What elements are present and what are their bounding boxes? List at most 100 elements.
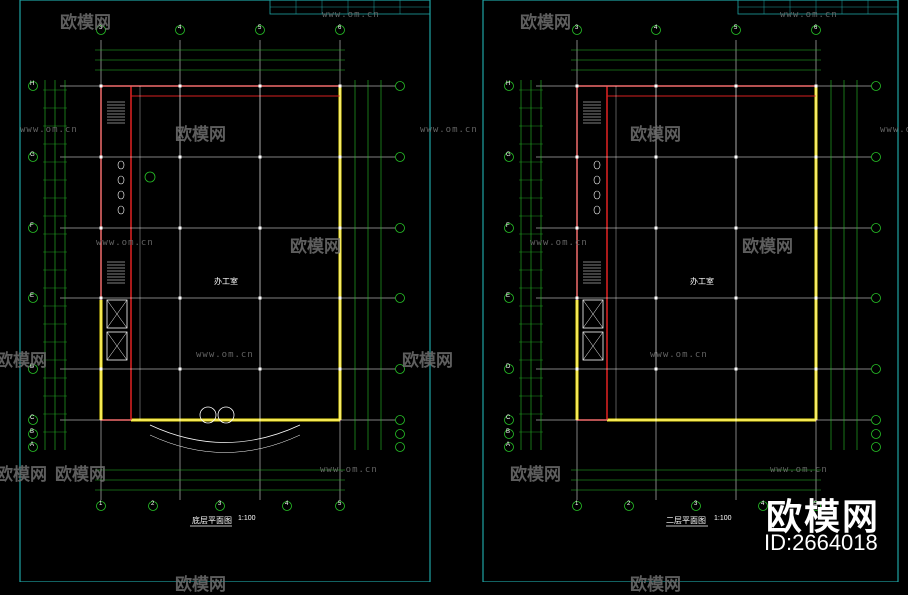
structural-column xyxy=(99,296,103,300)
structural-column xyxy=(258,367,262,371)
axis-bubble-row xyxy=(871,415,881,425)
section-marker xyxy=(144,171,156,183)
structural-column xyxy=(575,155,579,159)
structural-column xyxy=(654,155,658,159)
watermark-url: www.om.cn xyxy=(880,125,908,135)
structural-column xyxy=(814,226,818,230)
lift-shaft xyxy=(106,331,128,361)
axis-bubble-col xyxy=(651,25,661,35)
axis-label-row: H xyxy=(506,81,511,87)
structural-column xyxy=(814,155,818,159)
watermark-url: www.om.cn xyxy=(780,10,838,20)
watermark-brand: 欧模网 xyxy=(520,13,571,33)
structural-column xyxy=(178,226,182,230)
axis-label-col: 5 xyxy=(338,501,342,507)
sheet-ground-floor xyxy=(19,0,431,582)
axis-label-row: D xyxy=(506,364,511,370)
axis-label-col: 4 xyxy=(761,501,765,507)
structural-column xyxy=(575,367,579,371)
structural-column xyxy=(258,155,262,159)
structural-column xyxy=(734,367,738,371)
axis-bubble-row xyxy=(395,364,405,374)
sheet-frame xyxy=(482,0,899,582)
structural-column xyxy=(178,84,182,88)
axis-bubble-row xyxy=(28,81,38,91)
axis-bubble-row xyxy=(395,81,405,91)
structural-column xyxy=(99,155,103,159)
entrance-steps xyxy=(149,434,301,453)
axis-label-col: 5 xyxy=(814,501,818,507)
axis-bubble-col xyxy=(282,501,292,511)
axis-bubble-row xyxy=(395,415,405,425)
watermark-brand: 欧模网 xyxy=(0,351,47,371)
axis-bubble-col xyxy=(731,25,741,35)
sheet-second-floor xyxy=(482,0,899,582)
watermark-brand: 欧模网 xyxy=(630,575,681,595)
structural-column xyxy=(575,226,579,230)
axis-bubble-col xyxy=(215,501,225,511)
axis-label-col: 3 xyxy=(99,25,103,31)
lift-cross xyxy=(582,331,604,361)
axis-label-col: 5 xyxy=(734,25,738,31)
axis-label-col: 1 xyxy=(99,501,103,507)
axis-bubble-row xyxy=(395,223,405,233)
axis-label-row: A xyxy=(506,442,511,448)
axis-bubble-col xyxy=(175,25,185,35)
lift-shaft xyxy=(106,299,128,329)
axis-label-row: C xyxy=(506,415,511,421)
axis-bubble-col xyxy=(811,25,821,35)
axis-label-col: 4 xyxy=(654,25,658,31)
axis-label-row: F xyxy=(506,223,510,229)
watermark-brand: 欧模网 xyxy=(290,237,341,257)
structural-column xyxy=(654,296,658,300)
axis-bubble-row xyxy=(871,223,881,233)
axis-bubble-row xyxy=(504,81,514,91)
axis-bubble-col xyxy=(148,501,158,511)
axis-label-row: F xyxy=(30,223,34,229)
toilet-fixture xyxy=(593,205,601,215)
sheet-frame xyxy=(19,0,431,582)
toilet-fixture xyxy=(593,190,601,200)
structural-column xyxy=(338,155,342,159)
watermark-url: www.om.cn xyxy=(322,10,380,20)
drawing-title: 二层平面图 xyxy=(666,516,706,525)
axis-bubble-row xyxy=(28,293,38,303)
axis-bubble-row xyxy=(395,152,405,162)
axis-label-row: B xyxy=(30,429,35,435)
axis-bubble-col xyxy=(96,25,106,35)
structural-column xyxy=(258,296,262,300)
axis-bubble-row xyxy=(504,293,514,303)
axis-label-col: 3 xyxy=(575,25,579,31)
toilet-fixture xyxy=(117,160,125,170)
structural-column xyxy=(178,155,182,159)
axis-bubble-row xyxy=(871,293,881,303)
axis-bubble-col xyxy=(255,25,265,35)
structural-column xyxy=(654,84,658,88)
axis-bubble-row xyxy=(504,364,514,374)
cad-drawing-canvas xyxy=(19,0,899,582)
structural-column xyxy=(338,296,342,300)
axis-bubble-col xyxy=(335,25,345,35)
axis-label-col: 1 xyxy=(575,501,579,507)
structural-column xyxy=(338,84,342,88)
structural-column xyxy=(814,84,818,88)
axis-bubble-row xyxy=(395,442,405,452)
axis-bubble-col xyxy=(811,501,821,511)
lift-cross xyxy=(106,299,128,329)
axis-label-row: B xyxy=(506,429,511,435)
axis-label-col: 3 xyxy=(218,501,222,507)
axis-label-row: G xyxy=(30,152,35,158)
axis-bubble-row xyxy=(28,364,38,374)
axis-bubble-col xyxy=(624,501,634,511)
axis-label-row: E xyxy=(506,293,511,299)
axis-label-col: 4 xyxy=(178,25,182,31)
structural-column xyxy=(654,226,658,230)
axis-label-col: 6 xyxy=(338,25,342,31)
drawing-title: 底层平面图 xyxy=(192,516,232,525)
axis-bubble-row xyxy=(395,293,405,303)
axis-bubble-col xyxy=(335,501,345,511)
axis-bubble-row xyxy=(28,415,38,425)
axis-label-col: 2 xyxy=(151,501,155,507)
axis-bubble-row xyxy=(504,429,514,439)
watermark-brand: 欧模网 xyxy=(510,465,561,485)
